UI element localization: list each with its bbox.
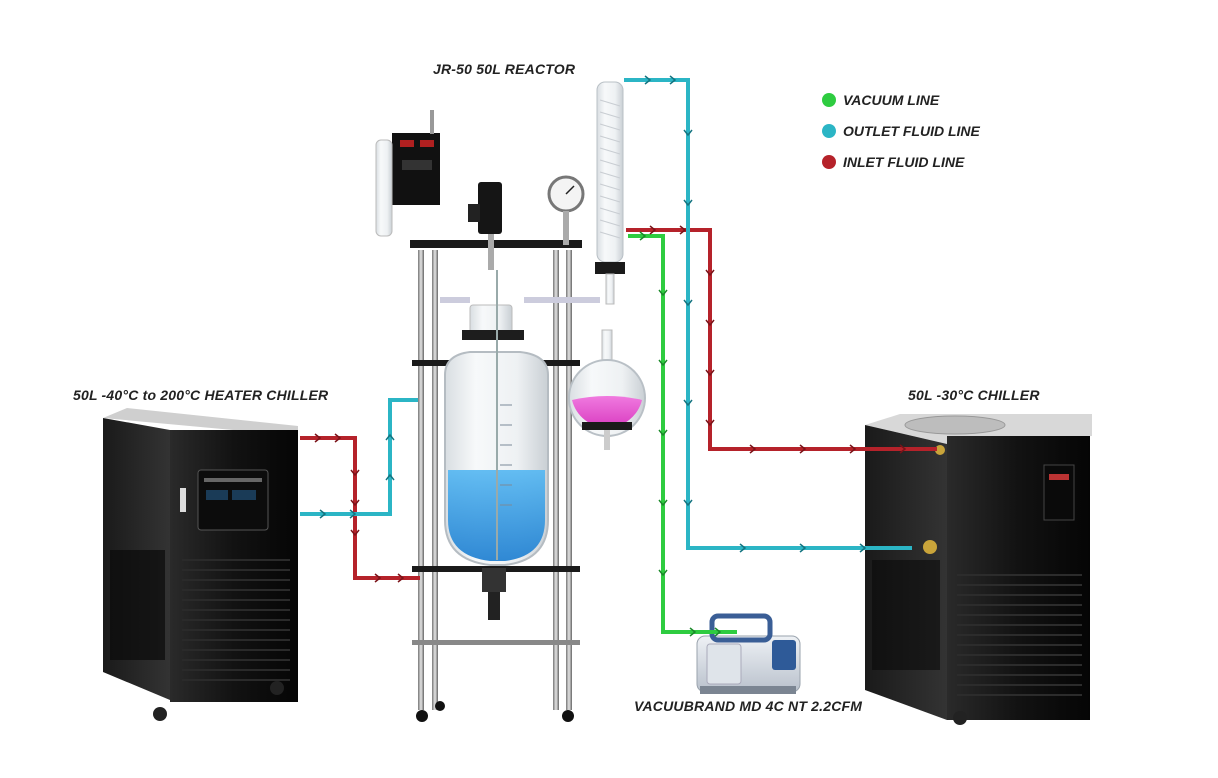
vacuum-line-dot [822, 93, 836, 107]
vacuum-pump [697, 616, 800, 694]
legend-item-outlet: OUTLET FLUID LINE [822, 115, 980, 146]
receiving-flask [569, 330, 645, 450]
heater-chiller-label: 50L -40°C to 200°C HEATER CHILLER [73, 387, 328, 403]
outlet-line-dot [822, 124, 836, 138]
legend: VACUUM LINE OUTLET FLUID LINE INLET FLUI… [822, 84, 980, 177]
chiller-unit [865, 414, 1092, 725]
pressure-gauge [549, 177, 583, 245]
speed-controller [376, 110, 440, 236]
heater-chiller-unit [103, 408, 298, 721]
legend-item-vacuum: VACUUM LINE [822, 84, 980, 115]
legend-item-inlet: INLET FLUID LINE [822, 146, 980, 177]
inlet-line-dot [822, 155, 836, 169]
stirrer-motor [468, 182, 502, 270]
vacuum-line [628, 236, 737, 632]
legend-label: VACUUM LINE [843, 92, 939, 108]
legend-label: OUTLET FLUID LINE [843, 123, 980, 139]
reactor-label: JR-50 50L REACTOR [433, 61, 575, 77]
condenser [440, 82, 625, 304]
legend-label: INLET FLUID LINE [843, 154, 964, 170]
pump-label: VACUUBRAND MD 4C NT 2.2CFM [634, 698, 862, 714]
chiller-label: 50L -30°C CHILLER [908, 387, 1040, 403]
